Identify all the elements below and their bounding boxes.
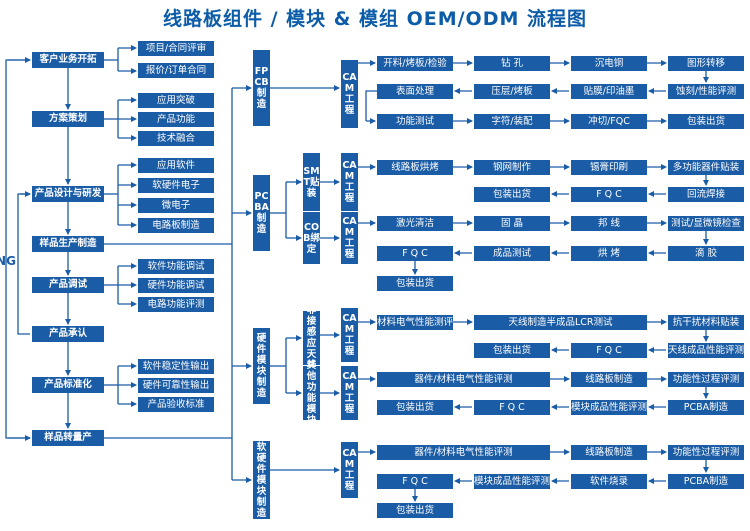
- cob-die-bond[interactable]: 固 晶: [474, 216, 550, 231]
- oth-module-eval[interactable]: 模块成品性能评测: [571, 400, 647, 415]
- ng-label: NG: [0, 254, 16, 268]
- cam-sw[interactable]: CAM工程: [341, 442, 358, 498]
- smt-stencil[interactable]: 钢网制作: [474, 160, 550, 175]
- mfg-fpcb[interactable]: FPCB制造: [253, 50, 270, 126]
- mfg-hardware-module[interactable]: 硬件模块制造: [253, 328, 270, 404]
- sub-application-breakthrough[interactable]: 应用突破: [138, 93, 214, 108]
- cob-final-test[interactable]: 成品测试: [474, 246, 550, 261]
- sub-application-software[interactable]: 应用软件: [138, 158, 214, 173]
- fp-lamination[interactable]: 压层/烤板: [474, 84, 550, 99]
- smt-baking[interactable]: 线路板烘烤: [377, 160, 453, 175]
- page-title: 线路板组件 / 模块 & 模组 OEM/ODM 流程图: [162, 8, 587, 30]
- step-customer-development[interactable]: 客户业务开拓: [32, 52, 104, 68]
- sub-hardware-debug[interactable]: 硬件功能调试: [138, 278, 214, 293]
- cam-ncs[interactable]: CAM工程: [341, 308, 358, 362]
- process-smt[interactable]: SMT贴装: [303, 153, 320, 211]
- fp-drilling[interactable]: 钻 孔: [474, 56, 550, 71]
- sub-hw-sw-electronics[interactable]: 软硬件电子: [138, 178, 214, 193]
- ncs-lcr-test[interactable]: 天线制造半成品LCR测试: [474, 315, 647, 330]
- oth-fqc[interactable]: F Q C: [474, 400, 550, 415]
- sw-module-eval[interactable]: 模块成品性能评测: [474, 474, 550, 489]
- sub-product-function[interactable]: 产品功能: [138, 112, 214, 127]
- sw-material-test[interactable]: 器件/材料电气性能评测: [377, 445, 550, 460]
- fp-etching[interactable]: 蚀刻/性能评测: [668, 84, 744, 99]
- step-sample-production[interactable]: 样品生产制造: [32, 236, 104, 252]
- mfg-hw-sw-module[interactable]: 软硬件模块制造: [253, 441, 270, 519]
- cob-microscope[interactable]: 测试/显微镜检查: [668, 216, 744, 231]
- cam-smt[interactable]: CAM工程: [341, 153, 358, 211]
- cam-other[interactable]: CAM工程: [341, 366, 358, 420]
- ncs-shipping[interactable]: 包装出货: [474, 343, 550, 358]
- cob-laser-clean[interactable]: 激光清洁: [377, 216, 453, 231]
- step-product-design[interactable]: 产品设计与研发: [32, 186, 104, 202]
- sw-pcba[interactable]: PCBA制造: [668, 474, 744, 489]
- process-cob[interactable]: COB绑定: [303, 212, 320, 264]
- ncs-final-eval[interactable]: 天线成品性能评测: [668, 343, 744, 358]
- sw-process-eval[interactable]: 功能性过程评测: [668, 445, 744, 460]
- fp-cutting[interactable]: 开料/烤板/检验: [377, 56, 453, 71]
- sw-fqc[interactable]: F Q C: [377, 474, 453, 489]
- sub-microelectronics[interactable]: 微电子: [138, 198, 214, 213]
- connector: [17, 193, 30, 335]
- fp-punch-fqc[interactable]: 冲切/FQC: [571, 114, 647, 129]
- oth-process-eval[interactable]: 功能性过程评测: [668, 372, 744, 387]
- mfg-pcba[interactable]: PCBA制造: [253, 175, 270, 251]
- cam-fpcb[interactable]: CAM工程: [341, 60, 358, 128]
- fp-surface[interactable]: 表面处理: [377, 84, 453, 99]
- oth-board-mfg[interactable]: 线路板制造: [571, 372, 647, 387]
- cam-cob[interactable]: CAM工程: [341, 212, 358, 264]
- sub-technology-fusion[interactable]: 技术融合: [138, 131, 214, 146]
- process-other-module[interactable]: 其他功能模块: [303, 360, 320, 426]
- smt-solder-print[interactable]: 锡膏印刷: [571, 160, 647, 175]
- sub-circuit-board-manufacturing[interactable]: 电路板制造: [138, 218, 214, 233]
- sw-firmware[interactable]: 软件烧录: [571, 474, 647, 489]
- fp-shipping[interactable]: 包装出货: [668, 114, 744, 129]
- sub-software-stability[interactable]: 软件稳定性输出: [138, 359, 214, 374]
- sub-hardware-reliability[interactable]: 硬件可靠性输出: [138, 378, 214, 393]
- sub-circuit-evaluation[interactable]: 电路功能评测: [138, 297, 214, 312]
- process-ncs-antenna[interactable]: 非接感应天线: [303, 305, 320, 371]
- fp-assembly[interactable]: 字符/装配: [474, 114, 550, 129]
- sub-acceptance-standard[interactable]: 产品验收标准: [138, 397, 214, 412]
- oth-material-test[interactable]: 器件/材料电气性能评测: [377, 372, 550, 387]
- cob-baking[interactable]: 烘 烤: [571, 246, 647, 261]
- fp-function-test[interactable]: 功能测试: [377, 114, 453, 129]
- connector: [365, 90, 377, 121]
- smt-fqc[interactable]: F Q C: [571, 187, 647, 202]
- cob-glue[interactable]: 滴 胶: [668, 246, 744, 261]
- sw-shipping[interactable]: 包装出货: [377, 503, 453, 518]
- smt-placement[interactable]: 多功能器件贴装: [668, 160, 744, 175]
- sw-board-mfg[interactable]: 线路板制造: [571, 445, 647, 460]
- step-solution-planning[interactable]: 方案策划: [32, 111, 104, 127]
- cob-wire-bond[interactable]: 邦 线: [571, 216, 647, 231]
- step-product-approval[interactable]: 产品承认: [32, 326, 104, 342]
- ncs-shield-material[interactable]: 抗干扰材料贴装: [668, 315, 744, 330]
- fp-pattern[interactable]: 图形转移: [668, 56, 744, 71]
- sub-contract-review[interactable]: 项目/合同评审: [138, 41, 214, 56]
- smt-shipping[interactable]: 包装出货: [474, 187, 550, 202]
- sub-quote-order[interactable]: 报价/订单合同: [138, 63, 214, 78]
- ncs-material-test[interactable]: 材料电气性能测评: [377, 315, 453, 330]
- oth-pcba[interactable]: PCBA制造: [668, 400, 744, 415]
- cob-shipping[interactable]: 包装出货: [377, 276, 453, 291]
- step-product-standardization[interactable]: 产品标准化: [32, 377, 104, 393]
- step-product-debugging[interactable]: 产品调试: [32, 277, 104, 293]
- oth-shipping[interactable]: 包装出货: [377, 400, 453, 415]
- step-mass-production[interactable]: 样品转量产: [32, 430, 104, 446]
- fp-copper[interactable]: 沉电铜: [571, 56, 647, 71]
- smt-reflow[interactable]: 回流焊接: [668, 187, 744, 202]
- cob-fqc[interactable]: F Q C: [377, 246, 453, 261]
- sub-software-debug[interactable]: 软件功能调试: [138, 259, 214, 274]
- fp-film[interactable]: 贴膜/印油墨: [571, 84, 647, 99]
- ncs-fqc[interactable]: F Q C: [571, 343, 647, 358]
